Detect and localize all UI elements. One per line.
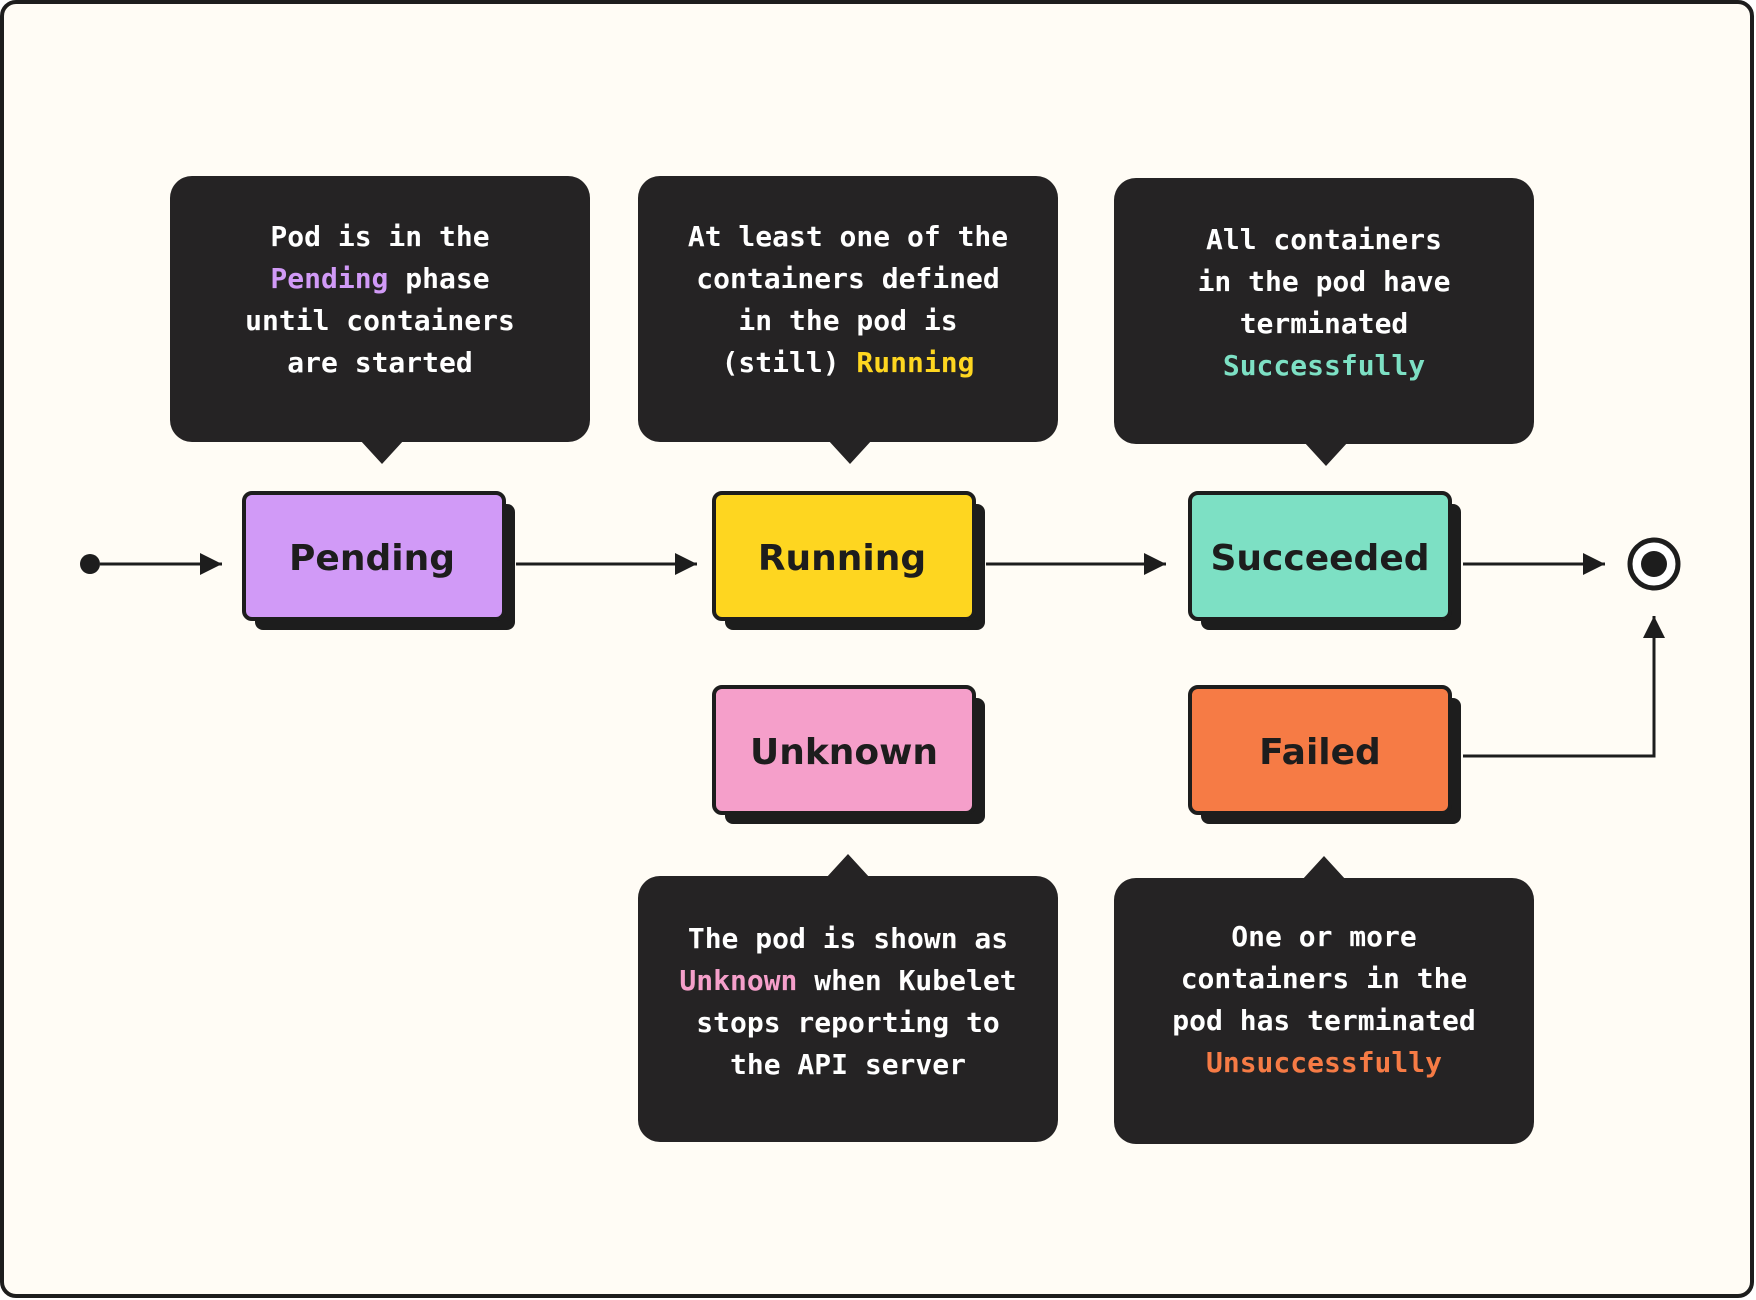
initial-state-dot <box>80 554 100 574</box>
tooltip-text-segment: Pod is in the <box>270 220 489 253</box>
tooltip-text-segment: phase <box>388 262 489 295</box>
tooltip-failed-text: One or more containers in the pod has term… <box>1172 920 1475 1079</box>
state-succeeded-label: Succeeded <box>1210 538 1429 579</box>
state-failed: Failed <box>1188 685 1461 824</box>
state-unknown: Unknown <box>712 685 985 824</box>
tooltip-highlight-succeeded: Successfully <box>1223 349 1425 382</box>
state-pending: Pending <box>242 491 515 630</box>
tooltip-text-segment: All containers <box>1206 223 1442 256</box>
tooltip-highlight-pending: Pending <box>270 262 388 295</box>
state-succeeded: Succeeded <box>1188 491 1461 630</box>
tooltip-text-segment: containers in the <box>1181 962 1468 995</box>
tooltip-text-segment: when Kubelet <box>797 964 1016 997</box>
connectors <box>80 537 1681 758</box>
state-running-label: Running <box>758 538 926 579</box>
state-pending-label: Pending <box>289 538 455 579</box>
tooltip-text-segment: terminated <box>1240 307 1409 340</box>
tooltip-text-segment: the API server <box>730 1048 966 1081</box>
tooltip-unknown: The pod is shown as Unknown when Kubelet s… <box>638 854 1058 1142</box>
tooltip-running-text: At least one of the containers defined in … <box>688 220 1008 379</box>
tooltip-running: At least one of the containers defined in … <box>638 176 1058 464</box>
tooltip-highlight-unknown: Unknown <box>679 964 797 997</box>
tooltip-text-segment: in the pod have <box>1198 265 1451 298</box>
tooltip-highlight-running: Running <box>856 346 974 379</box>
tooltip-text-segment: pod has terminated <box>1172 1004 1475 1037</box>
tooltip-text-segment: until containers <box>245 304 515 337</box>
state-running: Running <box>712 491 985 630</box>
tooltip-failed: One or more containers in the pod has term… <box>1114 856 1534 1144</box>
tooltip-unknown-text: The pod is shown as Unknown when Kubelet s… <box>679 922 1016 1081</box>
tooltip-text-segment: One or more <box>1231 920 1416 953</box>
final-state-icon <box>1627 537 1681 591</box>
state-failed-label: Failed <box>1259 732 1381 773</box>
tooltip-text-segment: in the pod is <box>738 304 957 337</box>
tooltip-text-segment: At least one of the <box>688 220 1008 253</box>
arrow-failed-to-end <box>1463 616 1665 758</box>
state-unknown-label: Unknown <box>750 732 938 773</box>
tooltip-text-segment: (still) <box>722 346 857 379</box>
tooltip-highlight-failed: Unsuccessfully <box>1206 1046 1442 1079</box>
tooltip-text-segment: The pod is shown as <box>688 922 1008 955</box>
tooltip-text-segment: are started <box>287 346 472 379</box>
tooltip-text-segment: containers defined <box>696 262 999 295</box>
tooltip-text-segment: stops reporting to <box>696 1006 999 1039</box>
